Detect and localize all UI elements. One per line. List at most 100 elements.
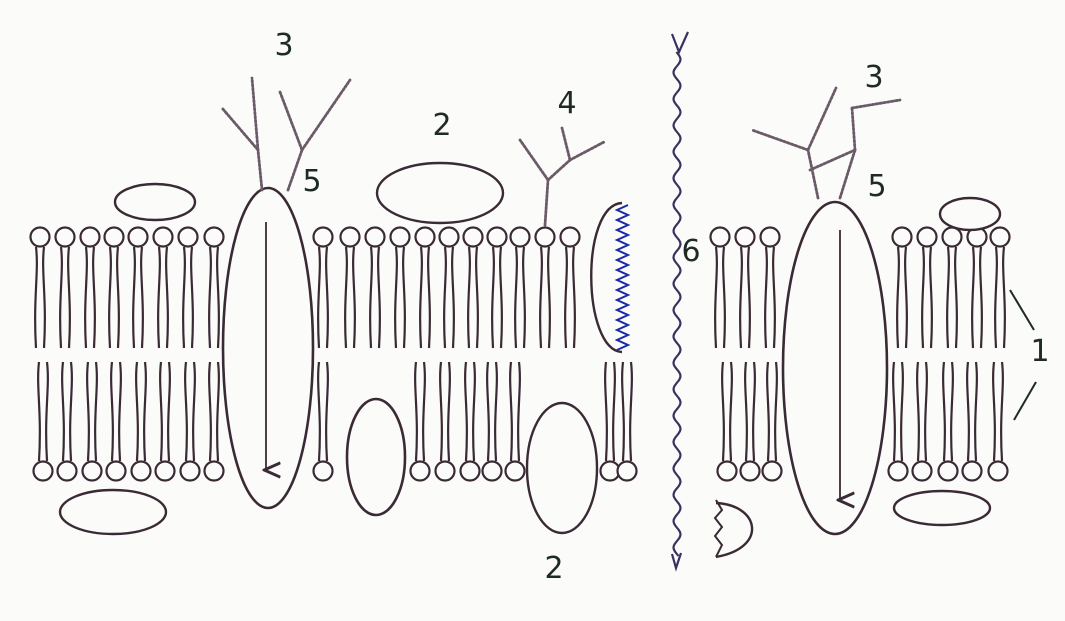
phospholipid-head-outer xyxy=(761,228,780,247)
phospholipid-head-outer xyxy=(464,228,483,247)
phospholipid-head-inner xyxy=(889,462,908,481)
phospholipid-tail xyxy=(767,362,769,461)
phospholipid-tail xyxy=(476,247,478,348)
carbohydrate-chain xyxy=(852,108,855,150)
phospholipid-tail xyxy=(917,362,919,461)
phospholipid-tail xyxy=(444,247,446,348)
phospholipid-head-inner xyxy=(181,462,200,481)
carbohydrate-chain xyxy=(840,150,855,198)
phospholipid-tail xyxy=(395,247,397,348)
phospholipid-head-outer xyxy=(154,228,173,247)
label-carbohydrate-left: 5 xyxy=(302,167,321,197)
carbohydrate-chain xyxy=(222,108,258,150)
phospholipid-tail xyxy=(523,247,525,348)
phospholipid-tail xyxy=(95,362,97,461)
phospholipid-tail xyxy=(353,247,355,348)
phospholipid-tail xyxy=(897,247,899,348)
phospholipid-head-inner xyxy=(205,462,224,481)
carbohydrate-chain xyxy=(302,80,350,150)
carbohydrate-chain xyxy=(752,130,808,150)
phospholipid-head-inner xyxy=(963,462,982,481)
phospholipid-head-inner xyxy=(483,462,502,481)
phospholipid-tail xyxy=(947,247,949,348)
phospholipid-head-outer xyxy=(391,228,410,247)
carbohydrate-chain xyxy=(570,142,604,160)
phospholipid-tail xyxy=(745,362,747,461)
phospholipid-tail xyxy=(905,247,907,348)
phospholipid-head-inner xyxy=(58,462,77,481)
phospholipid-head-inner xyxy=(989,462,1008,481)
label-glycolipid-right: 3 xyxy=(864,63,883,93)
carbohydrate-chain xyxy=(808,150,818,198)
phospholipid-tail xyxy=(448,362,450,461)
phospholipid-head-outer xyxy=(736,228,755,247)
phospholipid-tail xyxy=(326,362,328,461)
phospholipid-tail xyxy=(775,362,777,461)
phospholipid-head-outer xyxy=(893,228,912,247)
phospholipid-tail xyxy=(510,362,512,461)
phospholipid-tail xyxy=(420,247,422,348)
filament-wave xyxy=(674,52,681,556)
phospholipid-tail xyxy=(70,362,72,461)
phospholipid-tail xyxy=(951,362,953,461)
phospholipid-head-inner xyxy=(156,462,175,481)
phospholipid-head-inner xyxy=(718,462,737,481)
phospholipid-tail xyxy=(318,362,320,461)
phospholipid-tail xyxy=(518,362,520,461)
phospholipid-head-outer xyxy=(129,228,148,247)
carbohydrate-chain xyxy=(545,180,548,225)
phospholipid-tail xyxy=(622,362,624,461)
phospholipid-tail xyxy=(217,247,219,348)
phospholipid-tail xyxy=(378,247,380,348)
phospholipid-tail xyxy=(748,247,750,348)
peripheral-protein-outer-left xyxy=(115,184,195,220)
phospholipid-head-inner xyxy=(506,462,525,481)
phospholipid-tail xyxy=(1003,247,1005,348)
phospholipid-head-inner xyxy=(411,462,430,481)
phospholipid-tail xyxy=(573,247,575,348)
phospholipid-tail xyxy=(515,247,517,348)
phospholipid-head-outer xyxy=(488,228,507,247)
phospholipid-head-outer xyxy=(943,228,962,247)
phospholipid-tail xyxy=(183,247,185,348)
phospholipid-tail xyxy=(345,247,347,348)
phospholipid-tail xyxy=(318,247,320,348)
phospholipid-tail xyxy=(487,362,489,461)
phospholipid-tail xyxy=(613,362,615,461)
phospholipid-tail xyxy=(141,247,143,348)
phospholipid-head-outer xyxy=(918,228,937,247)
phospholipid-tail xyxy=(428,247,430,348)
phospholipid-head-inner xyxy=(913,462,932,481)
phospholipid-tail xyxy=(185,362,187,461)
carbohydrate-chain xyxy=(252,78,258,150)
phospholipid-tail xyxy=(43,247,45,348)
label-carbohydrate-right: 5 xyxy=(867,172,886,202)
carbohydrate-chain xyxy=(548,160,570,180)
phospholipid-tail xyxy=(168,362,170,461)
carbohydrate-chain xyxy=(808,88,836,150)
phospholipid-tail xyxy=(117,247,119,348)
phospholipid-tail xyxy=(730,362,732,461)
phospholipid-head-outer xyxy=(105,228,124,247)
phospholipid-tail xyxy=(465,362,467,461)
phospholipid-tail xyxy=(955,247,957,348)
phospholipid-tail xyxy=(35,247,37,348)
phospholipid-head-outer xyxy=(511,228,530,247)
phospholipid-tail xyxy=(160,362,162,461)
phospholipid-tail xyxy=(133,247,135,348)
peripheral-protein-inner-right xyxy=(894,491,990,525)
phospholipid-head-inner xyxy=(83,462,102,481)
label-protein-lower: 2 xyxy=(544,554,563,584)
carbohydrate-chain xyxy=(280,92,302,150)
phospholipid-tail xyxy=(1001,362,1003,461)
phospholipid-tail xyxy=(326,247,328,348)
phospholipid-tail xyxy=(565,247,567,348)
phospholipid-head-inner xyxy=(618,462,637,481)
phospholipid-tail xyxy=(217,362,219,461)
integral-protein-right xyxy=(783,202,887,534)
filament-top-fork xyxy=(672,32,688,52)
phospholipid-tail xyxy=(492,247,494,348)
phospholipid-tail xyxy=(722,362,724,461)
